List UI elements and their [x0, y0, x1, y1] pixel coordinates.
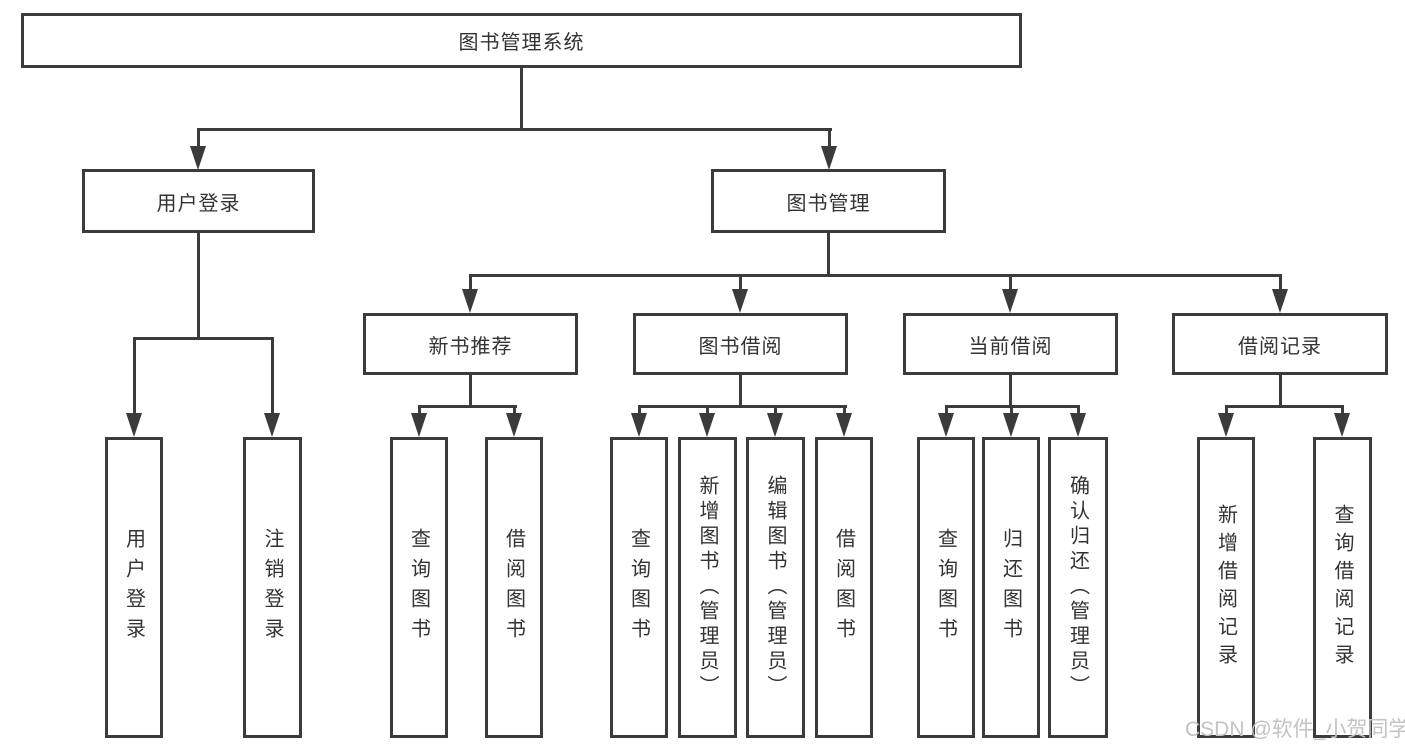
- connector-line: [1077, 405, 1080, 415]
- leaf-add-books-admin: 新增图书（管理员）: [678, 437, 737, 738]
- arrow-down-icon: [1334, 413, 1350, 437]
- leaf-query-books-current: 查询图书: [917, 437, 975, 738]
- leaf-logout: 注销登录: [243, 437, 302, 738]
- leaf-return-books: 归还图书: [982, 437, 1040, 738]
- connector-line: [133, 337, 136, 415]
- connector-line: [197, 233, 200, 337]
- connector-line: [1225, 405, 1344, 408]
- node-label: 图书管理系统: [458, 32, 585, 54]
- arrow-down-icon: [836, 413, 852, 437]
- leaf-confirm-return-admin: 确认归还（管理员）: [1048, 437, 1108, 738]
- node-label: 用户登录: [122, 527, 145, 648]
- connector-line: [133, 337, 274, 340]
- connector-line: [197, 128, 832, 131]
- connector-line: [638, 405, 641, 415]
- connector-line: [520, 68, 523, 131]
- leaf-add-borrow-record: 新增借阅记录: [1197, 437, 1255, 738]
- leaf-borrow-books: 借阅图书: [815, 437, 873, 738]
- connector-line: [1010, 405, 1013, 415]
- leaf-query-books-recommend: 查询图书: [390, 437, 448, 738]
- node-label: 新增图书（管理员）: [696, 475, 718, 700]
- leaf-query-books-borrowing: 查询图书: [610, 437, 668, 738]
- arrow-down-icon: [1218, 413, 1234, 437]
- node-label: 图书借阅: [698, 335, 783, 358]
- node-book-borrowing: 图书借阅: [633, 313, 848, 375]
- connector-line: [197, 128, 200, 147]
- node-book-management: 图书管理: [711, 169, 946, 233]
- arrow-down-icon: [462, 289, 478, 313]
- connector-line: [774, 405, 777, 415]
- leaf-query-borrow-record: 查询借阅记录: [1313, 437, 1372, 738]
- node-label: 注销登录: [261, 527, 283, 648]
- node-borrowing-records: 借阅记录: [1172, 313, 1388, 375]
- node-label: 借阅图书: [502, 527, 525, 648]
- connector-line: [469, 375, 472, 405]
- connector-line: [739, 274, 742, 290]
- arrow-down-icon: [821, 146, 837, 170]
- leaf-borrow-books-recommend: 借阅图书: [485, 437, 543, 738]
- connector-line: [1225, 405, 1228, 415]
- arrow-down-icon: [938, 413, 954, 437]
- connector-line: [418, 405, 421, 415]
- arrow-down-icon: [126, 413, 142, 437]
- node-label: 图书管理: [786, 192, 871, 215]
- node-label: 编辑图书（管理员）: [764, 475, 786, 700]
- arrow-down-icon: [767, 413, 783, 437]
- leaf-edit-books-admin: 编辑图书（管理员）: [746, 437, 805, 738]
- arrow-down-icon: [699, 413, 715, 437]
- leaf-user-login: 用户登录: [105, 437, 163, 738]
- arrow-down-icon: [1272, 289, 1288, 313]
- connector-line: [1279, 274, 1282, 290]
- node-label: 归还图书: [999, 527, 1022, 648]
- arrow-down-icon: [732, 289, 748, 313]
- arrow-down-icon: [506, 413, 522, 437]
- connector-line: [469, 274, 1282, 277]
- node-label: 借阅记录: [1238, 335, 1322, 358]
- connector-line: [843, 405, 846, 415]
- node-label: 确认归还（管理员）: [1066, 475, 1089, 700]
- arrow-down-icon: [190, 146, 206, 170]
- connector-line: [418, 405, 517, 408]
- node-user-login: 用户登录: [82, 169, 315, 233]
- node-label: 查询图书: [407, 527, 430, 648]
- connector-line: [1009, 274, 1012, 290]
- arrow-down-icon: [631, 413, 647, 437]
- connector-line: [638, 405, 847, 408]
- connector-line: [513, 405, 516, 415]
- node-root-library-management-system: 图书管理系统: [21, 13, 1022, 68]
- node-new-book-recommendation: 新书推荐: [363, 313, 578, 375]
- connector-line: [271, 337, 274, 415]
- node-label: 新增借阅记录: [1214, 503, 1237, 672]
- arrow-down-icon: [1003, 413, 1019, 437]
- arrow-down-icon: [1002, 289, 1018, 313]
- arrow-down-icon: [264, 413, 280, 437]
- connector-line: [469, 274, 472, 290]
- connector-line: [945, 405, 948, 415]
- node-label: 用户登录: [156, 192, 241, 215]
- node-label: 借阅图书: [832, 527, 855, 648]
- connector-line: [1009, 375, 1012, 405]
- arrow-down-icon: [1070, 413, 1086, 437]
- node-label: 查询图书: [934, 527, 957, 648]
- connector-line: [828, 128, 831, 147]
- node-label: 查询借阅记录: [1331, 503, 1353, 672]
- node-current-borrowing: 当前借阅: [903, 313, 1118, 375]
- connector-line: [1279, 375, 1282, 405]
- node-label: 新书推荐: [428, 335, 513, 358]
- connector-line: [739, 375, 742, 405]
- connector-line: [706, 405, 709, 415]
- arrow-down-icon: [411, 413, 427, 437]
- node-label: 查询图书: [627, 527, 650, 648]
- connector-line: [827, 233, 830, 274]
- connector-line: [1341, 405, 1344, 415]
- csdn-watermark: CSDN @软件_小贺同学: [1185, 718, 1405, 741]
- node-label: 当前借阅: [968, 335, 1053, 358]
